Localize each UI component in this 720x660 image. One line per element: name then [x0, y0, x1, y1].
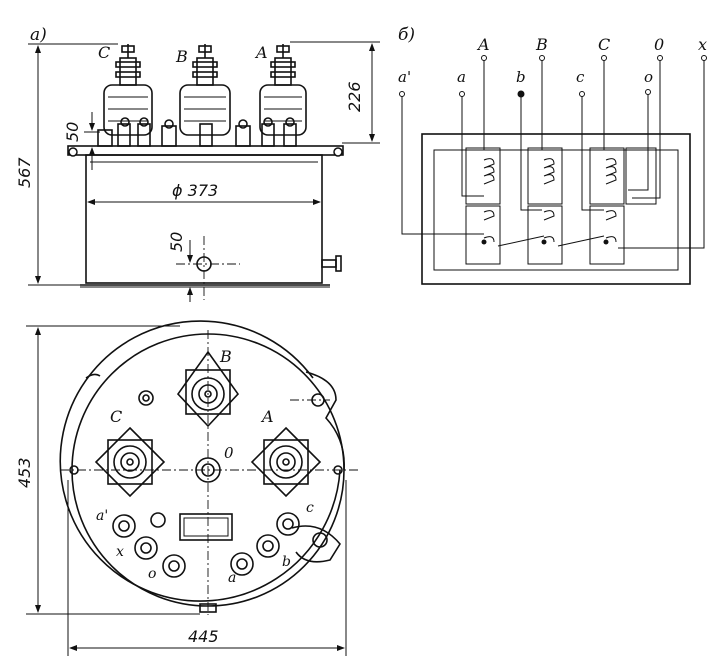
- nameplate: [179, 513, 233, 541]
- coils: [465, 147, 657, 265]
- dim-drain-50: 50: [167, 232, 186, 252]
- plan-dim-height: 453: [15, 457, 34, 488]
- terminal-lv-b: b: [516, 68, 526, 86]
- plan-label-0: 0: [224, 444, 234, 462]
- terminal-hv-0: 0: [654, 35, 664, 54]
- panel-b-label: б): [398, 25, 415, 45]
- plan-view: B C A 0 a' x o a b c 453 445: [15, 320, 360, 656]
- phase-label-c: C: [98, 43, 110, 62]
- bushing-b: [179, 44, 231, 136]
- plan-lv-bushings: [112, 512, 300, 578]
- terminal-hv-a: A: [476, 35, 490, 54]
- plan-bushing-a: [250, 426, 322, 498]
- terminal-lv-c: c: [576, 68, 585, 86]
- dim-diameter: ϕ 373: [172, 181, 218, 200]
- plan-label-o: o: [148, 566, 156, 582]
- plan-bushing-c: [94, 426, 166, 498]
- winding-scheme: б) A B C 0 x a' a b c o: [398, 25, 707, 285]
- terminal-hv-b: B: [535, 35, 548, 54]
- side-view: а): [15, 25, 380, 302]
- plan-label-a: a: [228, 570, 236, 586]
- tank-cover: [67, 145, 344, 156]
- bushing-a: [259, 44, 307, 136]
- terminal-hv-x: x: [698, 35, 707, 54]
- dim-bushing-height: 226: [345, 81, 364, 112]
- tank-outline: [59, 320, 341, 602]
- terminal-lv-a: a: [457, 68, 466, 86]
- dim-total-height: 567: [15, 157, 34, 188]
- plan-label-c: C: [110, 407, 122, 426]
- plan-label-a: A: [260, 407, 274, 426]
- dim-flange-50: 50: [63, 122, 82, 142]
- plan-bushing-0: [195, 457, 221, 483]
- plan-label-b-lv: b: [282, 554, 291, 570]
- lv-bushings: [97, 117, 297, 147]
- phase-label-b: B: [175, 47, 188, 66]
- phase-label-a: A: [254, 43, 268, 62]
- panel-a-label: а): [30, 25, 47, 45]
- plan-bushing-b: [176, 350, 240, 428]
- terminal-lv-o: o: [644, 68, 653, 86]
- plan-label-x: x: [116, 544, 124, 560]
- bushing-c: [103, 44, 153, 136]
- plan-dim-width: 445: [188, 627, 219, 646]
- tank-body: [85, 154, 323, 284]
- terminal-lv-a-prime: a': [398, 68, 411, 86]
- plan-label-c-lv: c: [306, 500, 314, 516]
- magnetic-core: [421, 133, 691, 285]
- terminal-hv-c: C: [598, 35, 610, 54]
- plan-label-a-prime: a': [96, 508, 108, 524]
- plan-label-b: B: [219, 347, 232, 366]
